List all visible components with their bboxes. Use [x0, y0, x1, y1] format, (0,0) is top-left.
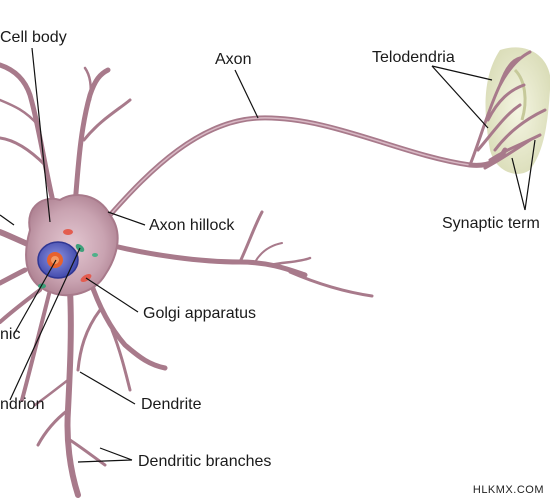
leader-lines: [0, 47, 536, 463]
watermark: HLKMX.COM: [472, 484, 544, 496]
label-telodendria: Telodendria: [372, 49, 455, 66]
label-synaptic-terminals: Synaptic term: [442, 215, 540, 232]
label-dendritic-branches: Dendritic branches: [138, 453, 272, 470]
telodendria-branches: [468, 50, 547, 170]
cell-body: [25, 194, 119, 297]
dendrites: [0, 62, 374, 498]
label-axon-hillock: Axon hillock: [149, 217, 235, 234]
label-axon: Axon: [215, 51, 252, 68]
axon: [107, 115, 508, 218]
label-golgi-apparatus: Golgi apparatus: [143, 305, 256, 322]
label-cell-body: Cell body: [0, 29, 67, 46]
label-ndrion-partial: ndrion: [0, 396, 45, 413]
label-dendrite: Dendrite: [141, 396, 202, 413]
label-nic-partial: nic: [0, 326, 21, 343]
